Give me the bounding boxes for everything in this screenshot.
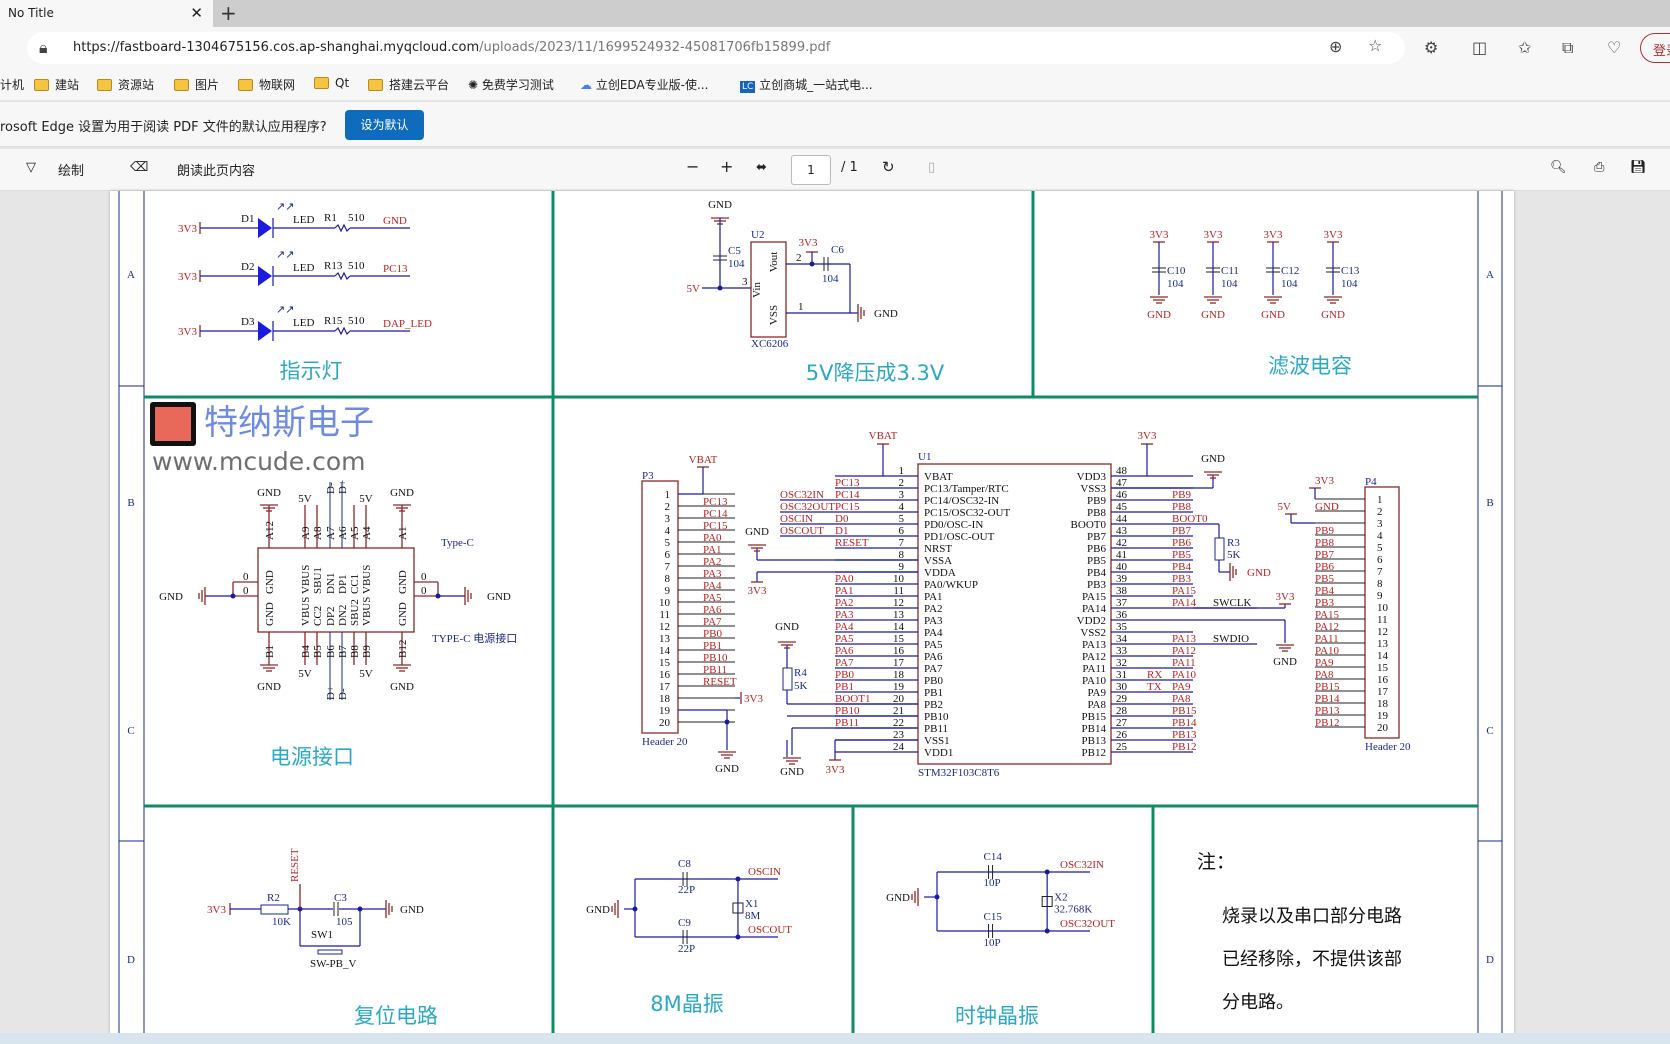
bookmark-label: 建站	[55, 78, 80, 92]
address-bar[interactable]: 🔒︎ https://fastboard-1304675156.cos.ap-s…	[27, 32, 1405, 64]
folder-icon	[238, 79, 253, 91]
page-view-icon[interactable]: ▯	[928, 160, 936, 175]
bookmark-folder[interactable]: 物联网	[238, 76, 295, 93]
bookmark-label: 立创商城_一站式电...	[759, 78, 873, 92]
extensions-icon[interactable]: ⚙	[1424, 38, 1439, 57]
cloud-icon: ☁	[580, 78, 596, 92]
url-path: /uploads/2023/11/1699524932-45081706fb15…	[479, 40, 831, 55]
horizontal-scrollbar[interactable]	[0, 1033, 1670, 1044]
bookmark-label: 搭建云平台	[389, 78, 450, 92]
bookmark-label: 物联网	[259, 78, 296, 92]
bookmark-folder[interactable]: 搭建云平台	[368, 76, 449, 93]
folder-icon	[314, 77, 329, 89]
collections-icon[interactable]: ⧉	[1562, 38, 1574, 57]
new-tab-button[interactable]: +	[220, 1, 237, 25]
favorites-icon[interactable]: ✩	[1518, 38, 1532, 57]
chip-logo-icon	[150, 402, 196, 446]
watermark-site: www.mcude.com	[152, 447, 366, 476]
bookmark-label: 资源站	[118, 78, 155, 92]
watermark-name: 特纳斯电子	[204, 403, 374, 443]
close-tab-icon[interactable]: ✕	[190, 4, 203, 22]
print-icon[interactable]: ⎙	[1594, 160, 1605, 175]
pdf-toolbar: ▽ 绘制 ⌫ 朗读此页内容 − + ⬌ 1 / 1 ↻ ▯ 🔍︎ ⎙ 💾︎	[0, 149, 1670, 191]
bookmarks-bar: 计机 建站 资源站 图片 物联网 Qt 搭建云平台 ✺ 免费学习测试 ☁ 立创E…	[0, 70, 1670, 100]
bookmark-item[interactable]: ✺ 免费学习测试	[468, 76, 554, 93]
filter-icon[interactable]: ▽	[26, 160, 36, 175]
tab-bar: No Title ✕ +	[0, 0, 1670, 27]
signin-button[interactable]: 登录	[1640, 33, 1670, 63]
folder-icon	[368, 79, 383, 91]
address-row: 🔒︎ https://fastboard-1304675156.cos.ap-s…	[0, 27, 1670, 70]
bookmark-folder[interactable]: 建站	[34, 76, 79, 93]
bookmark-label: 立创EDA专业版-使...	[595, 78, 709, 92]
url-text[interactable]: https://fastboard-1304675156.cos.ap-shan…	[73, 40, 830, 55]
fit-page-icon[interactable]: ⬌	[756, 160, 767, 175]
pdf-page	[110, 191, 1514, 1033]
browser-essentials-icon[interactable]: ♡	[1607, 38, 1622, 57]
bookmark-folder[interactable]: 图片	[174, 76, 219, 93]
url-host: https://fastboard-1304675156.cos.ap-shan…	[73, 40, 480, 55]
zoom-out-button[interactable]: −	[686, 157, 700, 176]
eraser-icon[interactable]: ⌫	[130, 160, 149, 175]
tab-active[interactable]: No Title ✕	[0, 0, 213, 27]
read-aloud-button[interactable]: 朗读此页内容	[177, 164, 256, 179]
page-number-input[interactable]: 1	[791, 155, 831, 185]
bookmark-label: Qt	[335, 76, 350, 90]
save-icon[interactable]: 💾︎	[1630, 160, 1647, 175]
page-total: / 1	[841, 160, 858, 175]
watermark-logo: 特纳斯电子 www.mcude.com	[150, 402, 390, 480]
default-pdf-infobar: rosoft Edge 设置为用于阅读 PDF 文件的默认应用程序? 设为默认	[0, 101, 1670, 147]
set-default-button[interactable]: 设为默认	[345, 110, 424, 140]
zoom-in-button[interactable]: +	[720, 157, 734, 176]
folder-icon	[34, 79, 49, 91]
bookmark-item[interactable]: ☁ 立创EDA专业版-使...	[580, 76, 708, 93]
search-icon[interactable]: 🔍︎	[1550, 160, 1567, 175]
favorite-star-icon[interactable]: ☆	[1368, 36, 1383, 55]
bookmark-label: 免费学习测试	[481, 78, 554, 92]
rotate-icon[interactable]: ↻	[882, 158, 895, 176]
zoom-icon[interactable]: ⊕	[1329, 37, 1343, 56]
folder-icon	[97, 79, 112, 91]
lock-icon[interactable]: 🔒︎	[39, 38, 48, 57]
bookmark-label: 图片	[195, 78, 220, 92]
bookmark-folder[interactable]: 资源站	[97, 76, 154, 93]
bookmark-item[interactable]: LC 立创商城_一站式电...	[740, 76, 873, 93]
infobar-text: rosoft Edge 设置为用于阅读 PDF 文件的默认应用程序?	[0, 120, 327, 135]
tab-title: No Title	[8, 6, 54, 20]
bookmark-item[interactable]: 计机	[0, 78, 25, 92]
split-screen-icon[interactable]: ◫	[1472, 38, 1488, 57]
lc-icon: LC	[740, 81, 756, 93]
bookmark-folder[interactable]: Qt	[314, 76, 349, 90]
folder-icon	[174, 79, 189, 91]
openai-icon: ✺	[468, 78, 482, 92]
draw-button[interactable]: 绘制	[58, 164, 85, 179]
